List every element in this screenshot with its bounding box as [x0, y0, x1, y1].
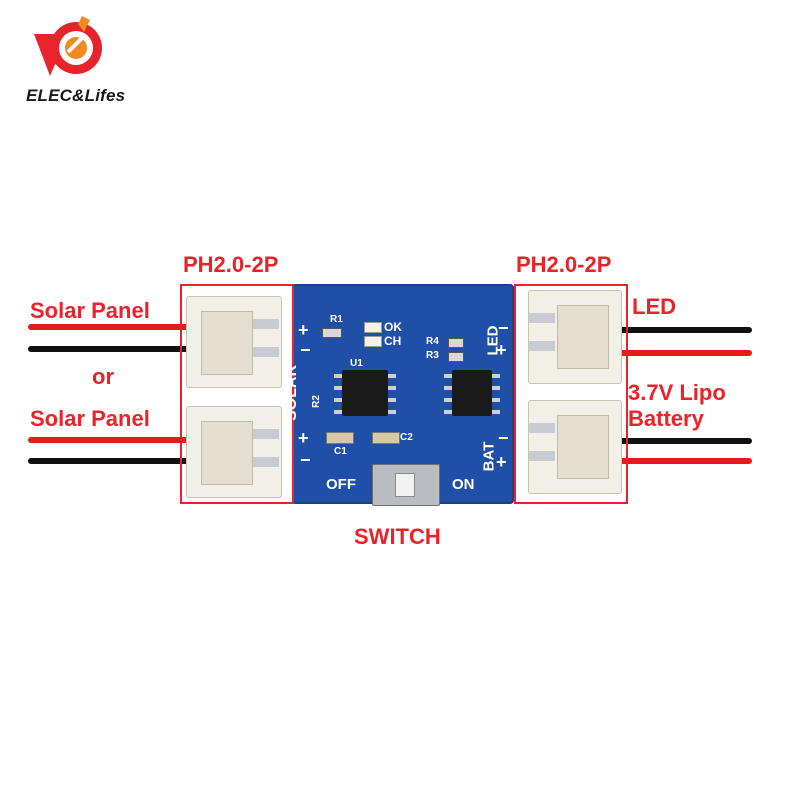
left-wire-1-red — [28, 324, 210, 330]
left-wire-2-black — [28, 458, 210, 464]
battery-label-line1: 3.7V Lipo — [628, 380, 726, 405]
slide-switch-knob — [395, 473, 415, 497]
silk-u1: U1 — [350, 358, 363, 369]
left-wire-1-black — [28, 346, 210, 352]
silk-ok: OK — [384, 320, 402, 334]
silk-solar-plus-bottom: + — [298, 428, 309, 448]
right-wire-bat-black — [600, 438, 752, 444]
silk-solar: SOLAR — [283, 365, 300, 421]
right-connector-top — [528, 290, 622, 384]
left-connector-label: PH2.0-2P — [183, 252, 279, 277]
ic-u1-pins — [334, 372, 396, 414]
silk-bat: BAT — [480, 441, 498, 472]
right-connector-frame — [514, 284, 628, 504]
silk-solar-minus-top: − — [300, 340, 311, 360]
ic-u2 — [452, 370, 492, 416]
left-connector-top — [186, 296, 282, 388]
or-label: or — [92, 364, 114, 389]
solar-panel-label-1: Solar Panel — [30, 298, 150, 323]
right-wire-led-black — [600, 327, 752, 333]
silk-off: OFF — [326, 476, 356, 493]
silk-c1: C1 — [334, 446, 347, 457]
brand-name: ELEC&Lifes — [26, 86, 126, 105]
solar-panel-label-2: Solar Panel — [30, 406, 150, 431]
left-wire-2-red — [28, 437, 210, 443]
silk-r1: R1 — [330, 314, 343, 325]
capacitor-c1 — [326, 432, 354, 444]
right-wire-led-red — [600, 350, 752, 356]
led-label: LED — [632, 294, 676, 319]
silk-on: ON — [452, 476, 475, 493]
led-ok — [364, 322, 382, 333]
silk-solar-plus-top: + — [298, 320, 309, 340]
right-connector-label: PH2.0-2P — [516, 252, 612, 277]
silk-solar-minus-bottom: − — [300, 450, 311, 470]
silk-c2: C2 — [400, 432, 413, 443]
ic-u1 — [342, 370, 388, 416]
left-connector-bottom — [186, 406, 282, 498]
silk-r3: R3 — [426, 350, 439, 361]
silk-ch: CH — [384, 334, 402, 348]
ic-u2-pins — [444, 372, 500, 414]
resistor-r3 — [448, 352, 464, 362]
left-connector-frame — [180, 284, 294, 504]
silk-bat-plus: + — [496, 452, 507, 472]
brand-logo-icon — [34, 16, 102, 76]
silk-r2: R2 — [310, 395, 322, 408]
slide-switch — [372, 464, 440, 506]
brand-logo — [28, 14, 108, 86]
resistor-r4 — [448, 338, 464, 348]
silk-led-plus: + — [496, 340, 507, 360]
right-wire-bat-red — [600, 458, 752, 464]
silk-led-minus: − — [498, 318, 509, 338]
capacitor-c2 — [372, 432, 400, 444]
battery-label-line2: Battery — [628, 406, 704, 431]
switch-label: SWITCH — [354, 524, 441, 549]
resistor-r1 — [322, 328, 342, 338]
right-connector-bottom — [528, 400, 622, 494]
silk-bat-minus: − — [498, 428, 509, 448]
silk-r4: R4 — [426, 336, 439, 347]
led-ch — [364, 336, 382, 347]
